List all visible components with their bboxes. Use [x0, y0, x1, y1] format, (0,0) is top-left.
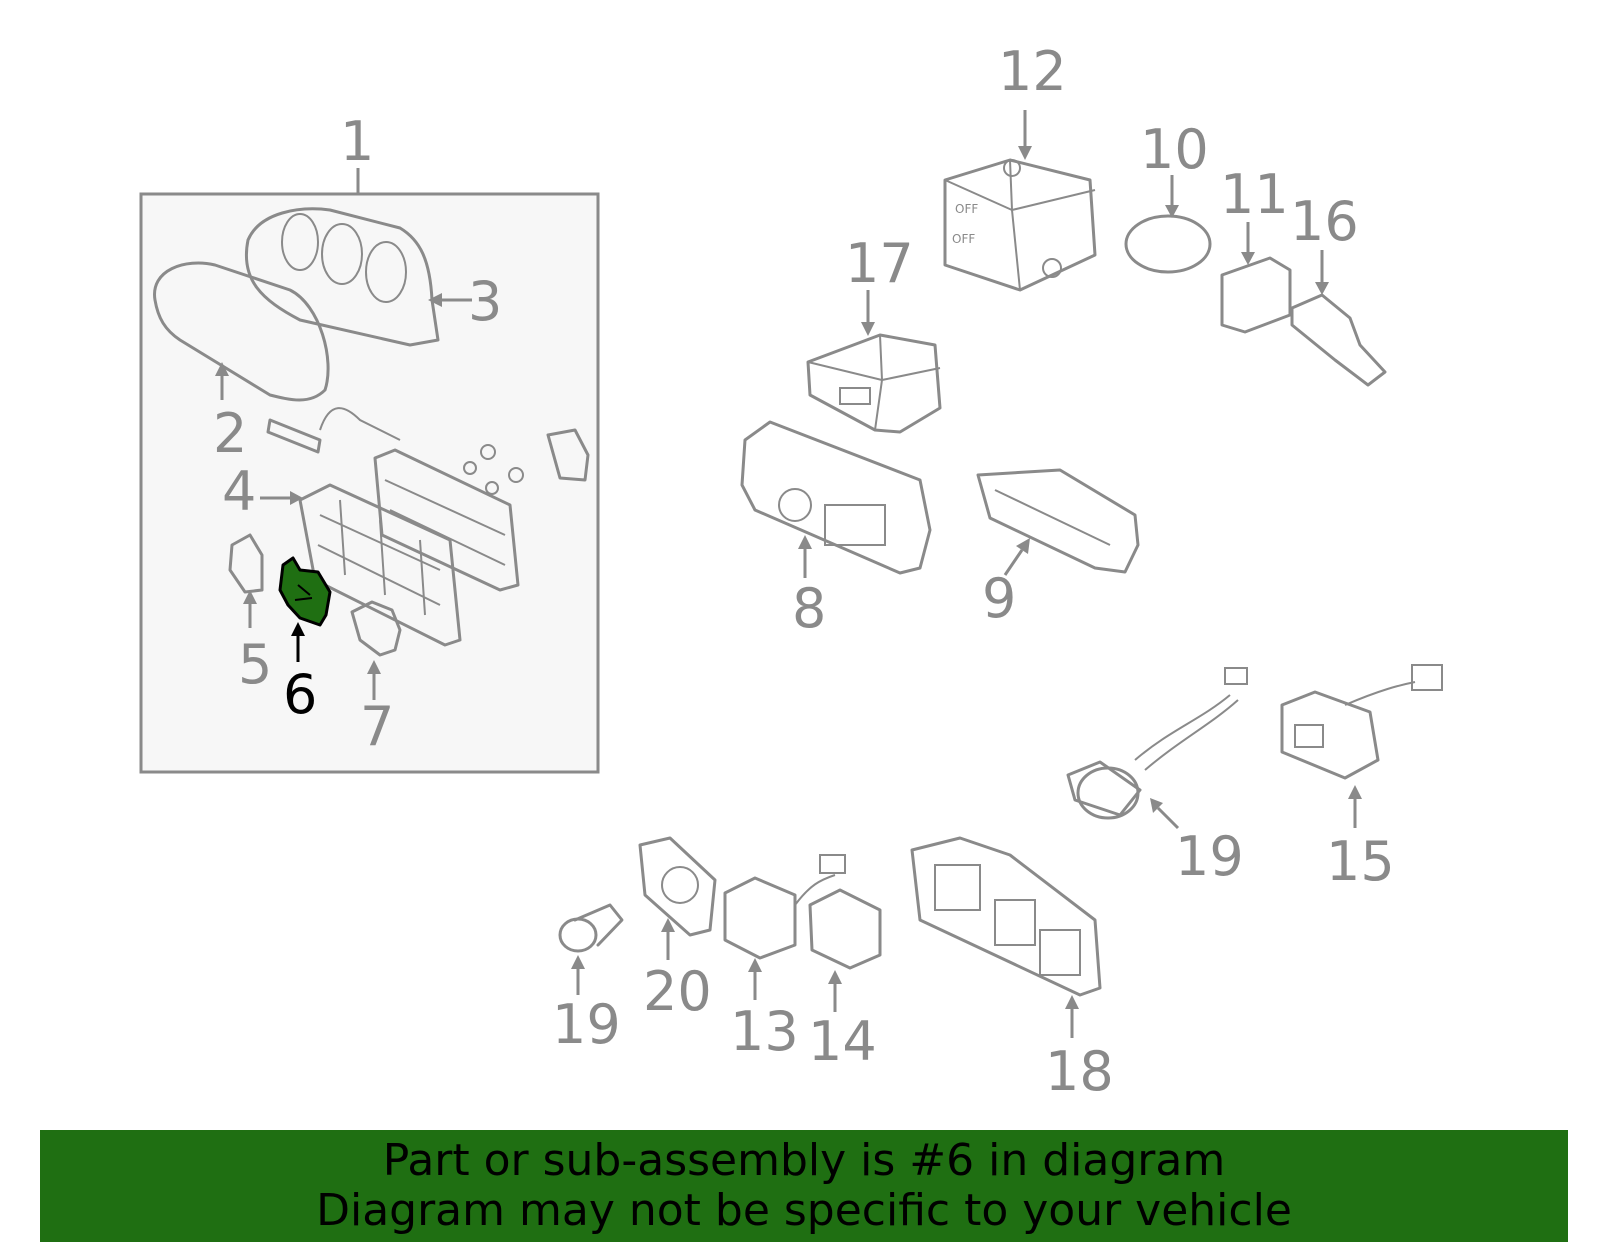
- label-part-17: 17: [845, 232, 914, 295]
- info-banner: Part or sub-assembly is #6 in diagram Di…: [40, 1130, 1568, 1242]
- part-14-switch: [808, 888, 882, 970]
- svg-text:OFF: OFF: [955, 202, 978, 216]
- part-2-lens: [153, 261, 330, 402]
- part-8-control-panel: [740, 420, 932, 575]
- label-part-9: 9: [982, 567, 1016, 630]
- label-part-16: 16: [1290, 190, 1359, 253]
- part-19-harness-switch: [1066, 667, 1248, 820]
- part-12-switch-module: OFF OFF: [943, 158, 1097, 292]
- label-part-5: 5: [238, 633, 272, 696]
- part-9-switch-panel: [976, 468, 1140, 574]
- part-18-bezel: [910, 836, 1102, 997]
- label-part-1: 1: [340, 110, 374, 173]
- label-part-11: 11: [1220, 163, 1289, 226]
- part-10-cap: [1124, 214, 1212, 274]
- callout-arrows: [215, 110, 1362, 1038]
- banner-line-1: Part or sub-assembly is #6 in diagram: [382, 1135, 1226, 1186]
- part-13-switch: [723, 854, 846, 960]
- label-part-19-bottom: 19: [552, 993, 621, 1056]
- part-19-knob: [558, 903, 624, 953]
- part-20-bezel: [638, 836, 717, 937]
- label-part-6: 6: [283, 663, 317, 726]
- part-6-gauge-highlighted: [278, 556, 332, 627]
- part-3-meter-housing: [245, 207, 440, 347]
- banner-line-2: Diagram may not be specific to your vehi…: [316, 1185, 1292, 1236]
- label-part-15: 15: [1326, 830, 1395, 893]
- part-5-gauge: [228, 533, 264, 594]
- label-part-4: 4: [222, 460, 256, 523]
- label-part-18: 18: [1045, 1040, 1114, 1103]
- part-16-switch: [1290, 293, 1387, 387]
- label-part-10: 10: [1140, 118, 1209, 181]
- bulbs: [463, 444, 524, 495]
- part-17-module: [806, 333, 942, 434]
- callout-labels: 1 2 3 4 5 6 7 8 9 10 11 12 13 14 15 16 1…: [213, 40, 1395, 1103]
- svg-text:OFF: OFF: [952, 232, 975, 246]
- label-part-19-right: 19: [1175, 825, 1244, 888]
- label-part-8: 8: [792, 577, 826, 640]
- cluster-assembly-box: [139, 168, 600, 774]
- label-part-3: 3: [468, 270, 502, 333]
- label-part-14: 14: [808, 1010, 877, 1073]
- part-11-switch: [1220, 256, 1292, 334]
- label-part-20: 20: [643, 960, 712, 1023]
- label-part-7: 7: [360, 695, 394, 758]
- parts-diagram: OFF OFF: [139, 40, 1443, 1103]
- part-15-switch-harness: [1280, 664, 1443, 780]
- part-7-gauge: [350, 600, 402, 657]
- label-part-12: 12: [998, 40, 1067, 103]
- label-part-2: 2: [213, 402, 247, 465]
- label-part-13: 13: [730, 1000, 799, 1063]
